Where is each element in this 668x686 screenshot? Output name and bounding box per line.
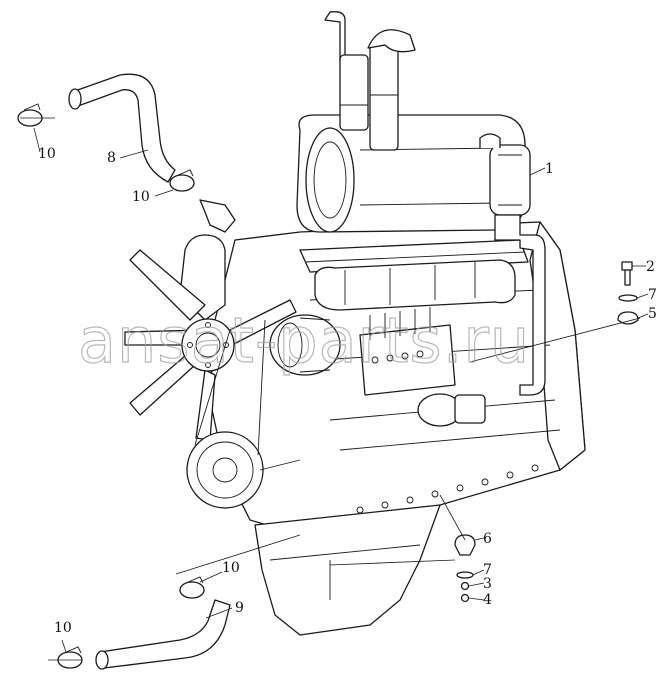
lower-radiator-hose — [95, 599, 231, 670]
leader-lines — [20, 117, 649, 661]
callout-5: 5 — [648, 306, 657, 322]
callout-6: 6 — [483, 531, 492, 547]
callout-7-lower: 7 — [483, 562, 492, 578]
callout-9: 9 — [235, 600, 244, 616]
callout-3: 3 — [483, 576, 492, 592]
alternator — [269, 314, 341, 376]
callout-8: 8 — [107, 150, 116, 166]
callout-4: 4 — [483, 592, 492, 608]
callout-10-lower-hose: 10 — [222, 560, 240, 576]
watermark: ansat-parts.ru — [78, 304, 530, 377]
callout-1: 1 — [545, 161, 554, 177]
coolant-pipe — [494, 214, 546, 396]
callout-10-upper-hose: 10 — [132, 189, 150, 205]
hose-clamps — [17, 103, 205, 669]
callout-10-upper-left: 10 — [38, 146, 56, 162]
callout-7-upper: 7 — [648, 287, 657, 303]
crank-pulley — [186, 319, 301, 509]
callout-2: 2 — [646, 259, 655, 275]
mount-hardware-lower — [454, 534, 476, 603]
injection-pump — [359, 307, 486, 427]
oil-pan — [254, 504, 441, 636]
mount-hardware-upper — [617, 261, 639, 325]
upper-radiator-hose — [68, 73, 236, 233]
exhaust-manifold — [314, 259, 516, 311]
callout-10-lower-left: 10 — [54, 620, 72, 636]
air-cleaner — [296, 114, 531, 233]
intake-stack — [324, 11, 416, 151]
cooling-fan — [124, 234, 297, 441]
